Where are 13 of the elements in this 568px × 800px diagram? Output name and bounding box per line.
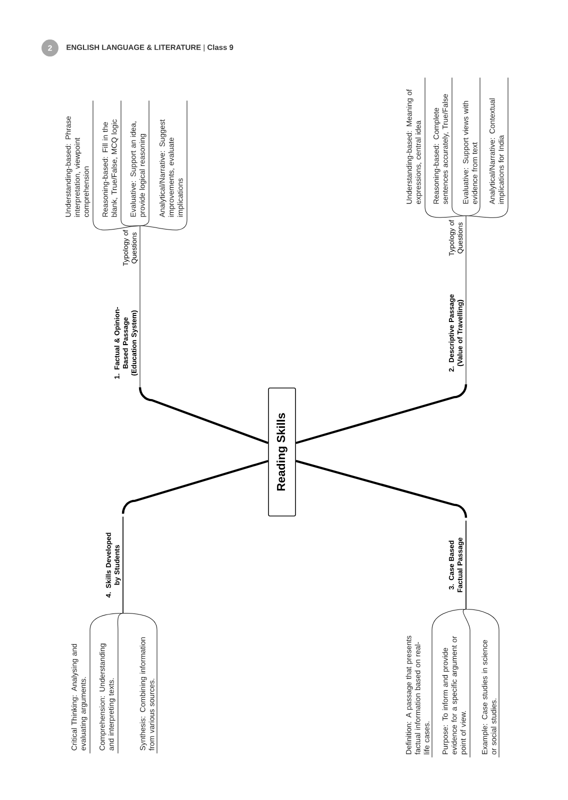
central-topic-box: Reading Skills	[268, 388, 296, 516]
bracket-line	[140, 100, 150, 226]
bracket-line	[122, 516, 158, 754]
bracket-line	[466, 77, 508, 218]
bracket-line	[452, 77, 466, 216]
bracket-line	[120, 100, 140, 226]
page-number-badge: 2	[42, 40, 58, 56]
bracket-line	[466, 520, 500, 758]
branch-line	[138, 387, 268, 444]
branch-line	[296, 384, 468, 444]
bracket-line	[140, 100, 188, 230]
branch-line	[296, 460, 468, 518]
branch-line	[122, 460, 268, 514]
